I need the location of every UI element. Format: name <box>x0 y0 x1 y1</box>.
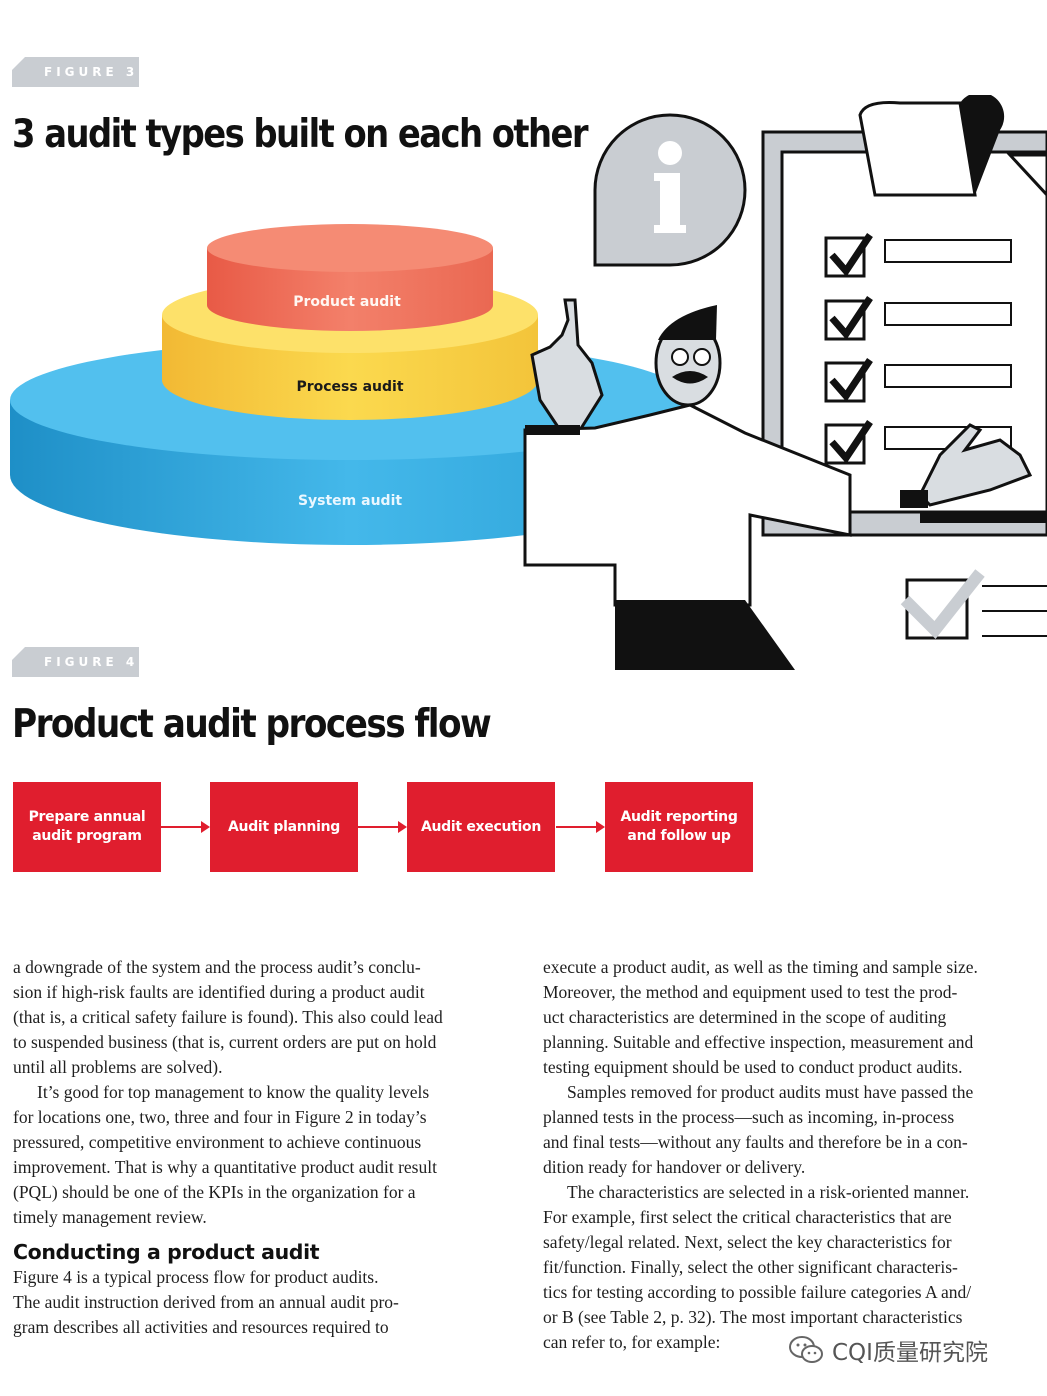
product-audit-label: Product audit <box>293 294 401 310</box>
figure-3-tag-label: FIGURE 3 <box>44 65 139 79</box>
right-column: execute a product audit, as well as the … <box>543 955 1038 1355</box>
section-heading: Conducting a product audit <box>13 1240 320 1264</box>
auditor-figure <box>523 298 1033 670</box>
paragraph: a downgrade of the system and the proces… <box>13 957 443 1077</box>
system-audit-label: System audit <box>298 493 402 509</box>
audit-tiers-diagram: Product audit Process audit System audit <box>10 224 690 545</box>
figure-3-title: 3 audit types built on each other <box>12 112 589 157</box>
flow-arrow <box>358 821 407 833</box>
figure-4-title: Product audit process flow <box>12 702 492 747</box>
info-bubble-icon <box>593 113 747 267</box>
flow-step-audit-planning: Audit planning <box>210 782 358 872</box>
wechat-icon <box>789 1336 823 1363</box>
product-audit-tier <box>207 224 493 331</box>
watermark: CQI质量研究院 <box>788 1333 988 1367</box>
paragraph: Figure 4 is a typical process flow for p… <box>13 1267 399 1337</box>
paragraph: execute a product audit, as well as the … <box>543 957 978 1077</box>
left-column: a downgrade of the system and the proces… <box>13 955 518 1340</box>
figure-4-tag: FIGURE 4 <box>12 647 139 677</box>
flow-step-audit-execution: Audit execution <box>407 782 555 872</box>
auditor-illustration <box>523 95 1047 670</box>
process-audit-label: Process audit <box>296 379 403 395</box>
watermark-text: CQI质量研究院 <box>832 1340 988 1366</box>
paragraph: It’s good for top management to know the… <box>13 1082 437 1227</box>
figure-3-tag: FIGURE 3 <box>12 57 139 87</box>
paragraph: Samples removed for product audits must … <box>543 1082 974 1177</box>
flow-arrow <box>556 821 605 833</box>
flow-arrow <box>161 821 210 833</box>
figure-4-tag-label: FIGURE 4 <box>44 655 139 669</box>
check-card-icon <box>900 569 1047 640</box>
paragraph: The characteristics are selected in a ri… <box>543 1182 972 1352</box>
